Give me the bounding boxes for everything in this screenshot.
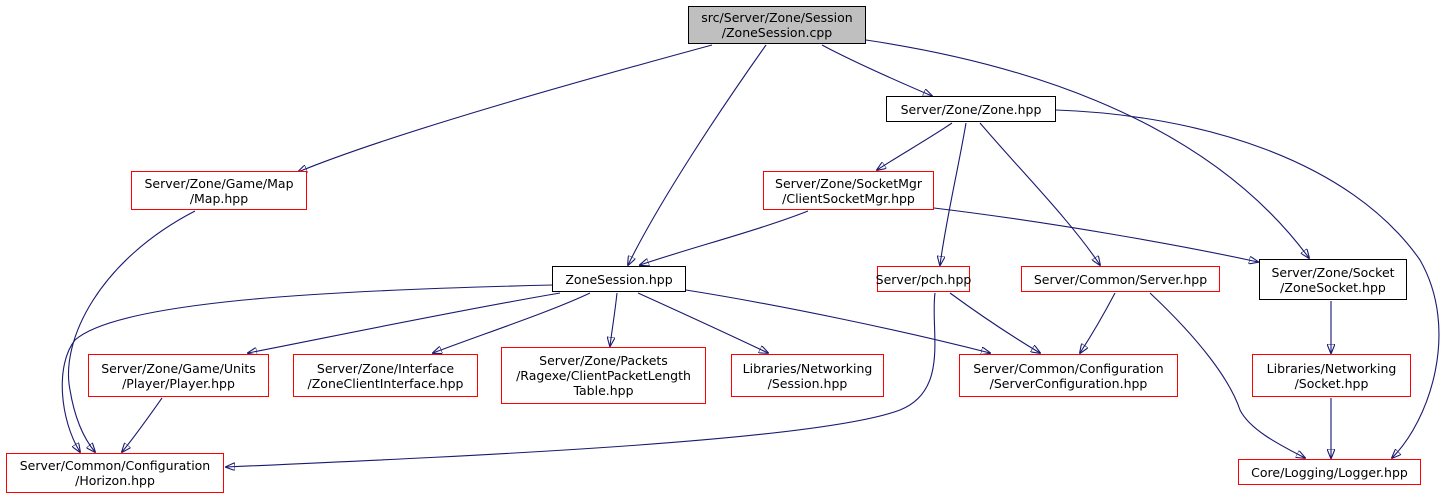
node-label-line: /Player/Player.hpp xyxy=(122,375,235,391)
node-zonesession-cpp[interactable]: src/Server/Zone/Session/ZoneSession.cpp xyxy=(688,6,866,44)
edge-zonesession_cpp-to-zone_hpp xyxy=(821,44,932,96)
node-common-server-hpp[interactable]: Server/Common/Server.hpp xyxy=(1021,266,1220,292)
edge-zonesession_hpp-to-serverconfiguration_hpp xyxy=(685,289,990,353)
node-networking-socket-hpp[interactable]: Libraries/Networking/Socket.hpp xyxy=(1252,354,1411,397)
edge-common_server_hpp-to-serverconfiguration_hpp xyxy=(1080,292,1116,353)
node-label-line: ZoneSession.hpp xyxy=(565,271,673,287)
node-label-line: /Ragexe/ClientPacketLength xyxy=(516,368,691,383)
node-horizon-hpp[interactable]: Server/Common/Configuration/Horizon.hpp xyxy=(6,453,224,493)
edge-clientsocketmgr_hpp-to-zonesocket_hpp xyxy=(933,207,1258,262)
node-label-line: /ClientSocketMgr.hpp xyxy=(782,190,915,206)
node-player-hpp[interactable]: Server/Zone/Game/Units/Player/Player.hpp xyxy=(88,354,269,397)
node-logger-hpp[interactable]: Core/Logging/Logger.hpp xyxy=(1238,459,1421,485)
node-label-line: /ServerConfiguration.hpp xyxy=(989,375,1148,391)
node-label-line: Server/Zone/Zone.hpp xyxy=(900,101,1042,117)
node-zonesession-hpp[interactable]: ZoneSession.hpp xyxy=(552,266,686,292)
node-label-line: Libraries/Networking xyxy=(742,360,873,376)
node-label-line: src/Server/Zone/Session xyxy=(701,10,853,25)
edge-zone_hpp-to-logger_hpp xyxy=(1055,109,1440,458)
edge-map_hpp-to-horizon_hpp xyxy=(68,210,196,452)
node-serverconfiguration-hpp[interactable]: Server/Common/Configuration/ServerConfig… xyxy=(959,354,1178,397)
node-label-line: Server/Zone/Interface xyxy=(316,360,455,376)
edge-clientsocketmgr_hpp-to-zonesession_hpp xyxy=(640,210,809,265)
edge-zonesession_cpp-to-zonesession_hpp xyxy=(628,44,767,265)
node-label-line: /ZoneSocket.hpp xyxy=(1280,279,1386,295)
node-label-line: /Socket.hpp xyxy=(1294,375,1369,391)
edge-zonesession_hpp-to-horizon_hpp xyxy=(61,284,554,452)
node-label-line: Server/Zone/Game/Map xyxy=(144,175,294,191)
node-zone-hpp[interactable]: Server/Zone/Zone.hpp xyxy=(886,96,1056,122)
edge-zonesession_hpp-to-networking_session_hpp xyxy=(637,292,768,353)
edge-pch_hpp-to-horizon_hpp xyxy=(226,292,936,467)
node-zonesocket-hpp[interactable]: Server/Zone/Socket/ZoneSocket.hpp xyxy=(1259,259,1407,300)
edge-zonesession_cpp-to-zonesocket_hpp xyxy=(865,39,1309,258)
node-label-line: /Horizon.hpp xyxy=(75,473,155,488)
node-label-line: /Map.hpp xyxy=(189,190,249,206)
node-label-line: Server/Zone/SocketMgr xyxy=(775,175,922,191)
node-label-line: Server/Zone/Socket xyxy=(1271,264,1395,280)
edge-zonesession_hpp-to-clientpacketlengthtable_hpp xyxy=(610,292,618,346)
node-label-line: /Session.hpp xyxy=(767,375,848,391)
edge-zonesession_hpp-to-player_hpp xyxy=(248,292,561,353)
node-label-line: /ZoneClientInterface.hpp xyxy=(307,375,464,391)
edge-common_server_hpp-to-logger_hpp xyxy=(1149,292,1305,458)
node-label-line: Libraries/Networking xyxy=(1266,360,1397,376)
edge-player_hpp-to-horizon_hpp xyxy=(122,397,163,452)
node-clientsocketmgr-hpp[interactable]: Server/Zone/SocketMgr/ClientSocketMgr.hp… xyxy=(763,171,934,210)
edge-zone_hpp-to-common_server_hpp xyxy=(979,122,1100,265)
edge-zonesession_cpp-to-map_hpp xyxy=(298,44,713,172)
node-clientpacketlengthtable-hpp[interactable]: Server/Zone/Packets/Ragexe/ClientPacketL… xyxy=(501,347,706,404)
node-label-line: Server/Zone/Packets xyxy=(539,353,668,368)
node-zoneclientinterface-hpp[interactable]: Server/Zone/Interface/ZoneClientInterfac… xyxy=(293,354,478,397)
node-label-line: Core/Logging/Logger.hpp xyxy=(1251,464,1408,480)
edge-pch_hpp-to-serverconfiguration_hpp xyxy=(949,292,1040,353)
node-label-line: Server/Common/Configuration xyxy=(973,360,1164,376)
node-label-line: /ZoneSession.cpp xyxy=(721,25,833,40)
node-label-line: Table.hpp xyxy=(573,383,634,398)
node-networking-session-hpp[interactable]: Libraries/Networking/Session.hpp xyxy=(731,354,884,397)
edge-zone_hpp-to-clientsocketmgr_hpp xyxy=(877,122,953,170)
node-map-hpp[interactable]: Server/Zone/Game/Map/Map.hpp xyxy=(131,171,307,210)
edge-zonesession_hpp-to-zoneclientinterface_hpp xyxy=(433,292,591,353)
node-label-line: Server/Common/Server.hpp xyxy=(1033,271,1208,287)
node-label-line: Server/Zone/Game/Units xyxy=(101,360,256,376)
node-label-line: Server/pch.hpp xyxy=(875,271,972,287)
edge-zone_hpp-to-pch_hpp xyxy=(940,122,967,265)
node-pch-hpp[interactable]: Server/pch.hpp xyxy=(875,266,972,292)
node-label-line: Server/Common/Configuration xyxy=(19,458,211,473)
